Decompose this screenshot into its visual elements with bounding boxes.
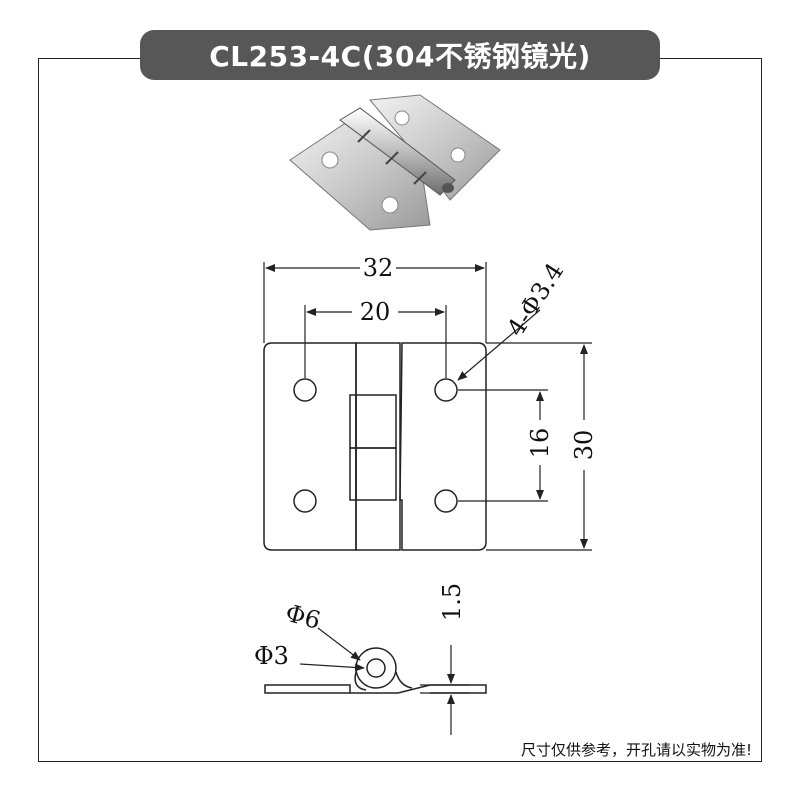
knuckle-diameter-leader xyxy=(317,627,361,661)
hole-callout-label: 4-Φ3.4 xyxy=(502,258,570,341)
dimension-hole-spacing-vertical xyxy=(458,389,548,502)
dim-label-20: 20 xyxy=(360,298,391,326)
dimension-thickness xyxy=(420,645,470,735)
dim-label-16: 16 xyxy=(526,428,554,459)
knuckle-diameter-label: Φ6 xyxy=(282,599,323,635)
pin-diameter-leader xyxy=(299,663,365,672)
dimension-hole-spacing-horizontal xyxy=(304,305,447,378)
hinge-side-view xyxy=(264,647,487,694)
dimension-overall-width xyxy=(263,262,487,343)
hinge-front-view xyxy=(263,342,487,551)
dim-label-1-5: 1.5 xyxy=(438,583,466,621)
title-banner: CL253-4C(304不锈钢镜光) xyxy=(140,30,660,80)
dimension-overall-height xyxy=(486,342,592,551)
dim-label-30: 30 xyxy=(570,430,598,461)
hole-callout-leader xyxy=(457,309,541,381)
product-title: CL253-4C(304不锈钢镜光) xyxy=(209,40,591,73)
pin-diameter-label: Φ3 xyxy=(254,642,289,670)
dim-label-32: 32 xyxy=(363,254,394,282)
disclaimer-note: 尺寸仅供参考，开孔请以实物为准! xyxy=(520,741,752,759)
hinge-product-photo xyxy=(289,94,501,231)
